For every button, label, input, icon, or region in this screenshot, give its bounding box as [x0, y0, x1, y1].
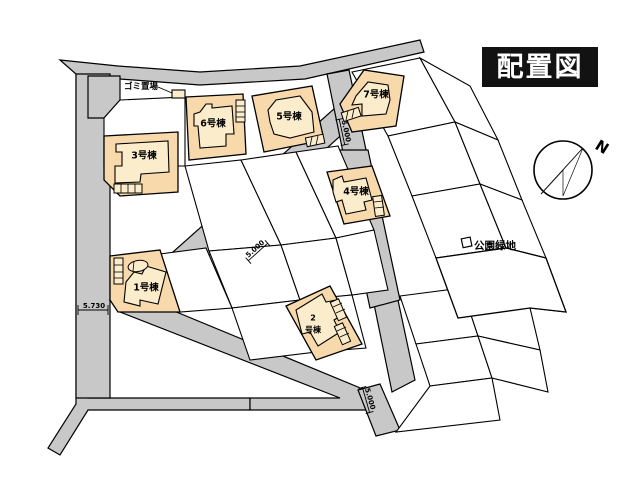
lot-7-house-footprint	[351, 81, 391, 117]
lot-5-house-footprint	[267, 95, 315, 139]
lot-4-group[interactable]: 4号棟	[326, 165, 391, 225]
lot-2-parking-space-b	[333, 322, 352, 346]
vacant-lot-se5	[477, 335, 549, 393]
lot-1-parking-space-b	[127, 259, 149, 273]
lot-4-parking-space	[372, 194, 385, 218]
plan-title-text: 配置図	[496, 51, 584, 83]
lot-6-label: 6号棟	[200, 118, 226, 130]
lot-3-parking-space	[113, 183, 143, 194]
lot-2-group[interactable]: 2 号棟	[285, 285, 363, 361]
compass-north-label: N	[592, 136, 612, 158]
dimension-west: 5.730	[77, 302, 109, 315]
lot-3-label: 3号棟	[131, 150, 157, 162]
park-green-label: 公園緑地	[474, 239, 516, 252]
dimension-north: 5.000	[335, 118, 352, 146]
compass-group: N	[533, 136, 612, 200]
park-green-area	[435, 236, 567, 319]
lot-7-group[interactable]: 7号棟	[339, 69, 405, 133]
lot-1-parking-space-a	[113, 257, 124, 285]
park-green-polygon	[435, 247, 567, 319]
garbage-station-group: ゴミ置場	[124, 81, 186, 99]
lot-7-label: 7号棟	[363, 89, 389, 101]
lot-5-parking-space	[304, 133, 326, 148]
lot-2-parking-space-a	[329, 298, 348, 322]
lot-2-label-number: 2	[310, 314, 316, 323]
lot-7-parking-space	[340, 106, 362, 123]
road-south-diagonal	[109, 291, 373, 411]
compass-needle-light	[562, 147, 584, 197]
park-green-marker	[460, 236, 473, 249]
lot-3-house-footprint	[114, 140, 170, 184]
lot-2-label-suffix: 号棟	[305, 325, 322, 335]
vacant-lot-c6	[335, 229, 389, 296]
vacant-lot-se3	[394, 377, 501, 433]
lot-4-label: 4号棟	[343, 186, 369, 198]
dimension-west-value: 5.730	[83, 302, 105, 310]
lot-5-label: 5号棟	[276, 111, 302, 123]
lot-4-house-footprint	[332, 175, 373, 215]
lot-6-parking-space	[235, 99, 246, 123]
garbage-station-label: ゴミ置場	[124, 81, 159, 92]
lot-6-house-footprint	[193, 103, 235, 149]
lot-1-label: 1号棟	[133, 282, 159, 294]
lot-1-group[interactable]: 1号棟	[109, 249, 181, 313]
lot-1-house-footprint	[123, 265, 167, 307]
lot-5-group[interactable]: 5号棟	[251, 85, 326, 153]
garbage-station-leader-line	[157, 86, 173, 94]
lot-6-group[interactable]: 6号棟	[185, 93, 247, 161]
plan-title-box: 配置図	[482, 47, 598, 87]
garbage-station-box	[171, 89, 186, 99]
road-west	[75, 73, 111, 399]
lot-3-group[interactable]: 3号棟	[103, 131, 179, 197]
